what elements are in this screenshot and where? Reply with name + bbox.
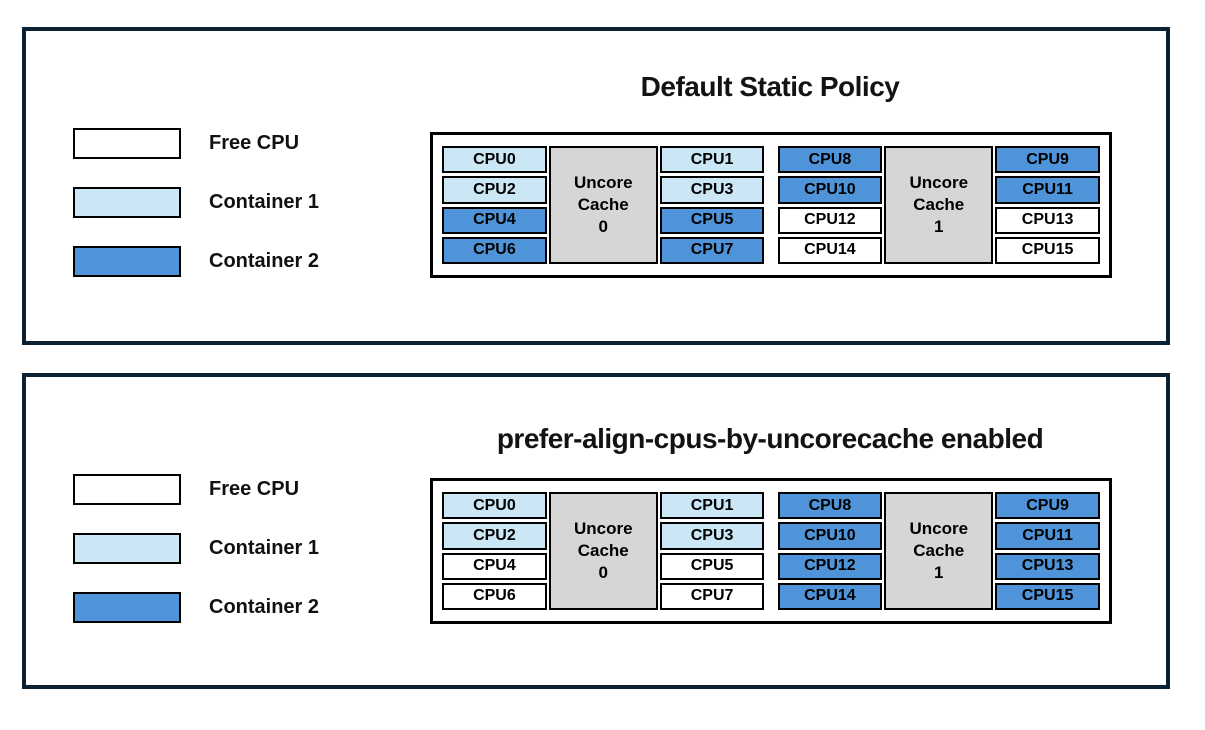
legend-label-free-cpu: Free CPU (209, 478, 300, 500)
cpu-cell: CPU3 (659, 176, 765, 204)
cpu-cell: CPU12 (777, 206, 883, 234)
cpu-column-left: CPU8 CPU10 CPU12 CPU14 (777, 146, 883, 264)
cpu-cell: CPU5 (659, 206, 765, 234)
uncore-group-1: CPU8 CPU10 CPU12 CPU14 Uncore Cache 1 CP… (777, 492, 1101, 610)
cpu-cell: CPU13 (995, 206, 1100, 234)
legend: Free CPU Container 1 Container 2 (73, 474, 319, 623)
uncore-group-0: CPU0 CPU2 CPU4 CPU6 Uncore Cache 0 CPU1 … (442, 492, 765, 610)
cpu-column-right: CPU9 CPU11 CPU13 CPU15 (995, 146, 1100, 264)
cpu-cell: CPU8 (777, 146, 883, 174)
legend-item-container-1: Container 1 (73, 187, 319, 218)
cpu-cell: CPU6 (442, 582, 547, 610)
legend-swatch-container-1 (73, 187, 181, 218)
uncore-cache-1-box: Uncore Cache 1 (884, 146, 994, 264)
cpu-cell: CPU11 (995, 176, 1100, 204)
cpu-cell: CPU10 (777, 522, 883, 550)
cpu-cell: CPU0 (442, 492, 547, 520)
cpu-cell: CPU1 (659, 492, 765, 520)
uncore-cache-1-box: Uncore Cache 1 (884, 492, 994, 610)
cpu-cell: CPU9 (995, 492, 1100, 520)
cpu-cell: CPU2 (442, 522, 547, 550)
cpu-cell: CPU9 (995, 146, 1100, 174)
panel-title: Default Static Policy (640, 71, 900, 102)
cpu-cell: CPU6 (442, 236, 547, 264)
legend-label-container-1: Container 1 (209, 191, 320, 213)
legend: Free CPU Container 1 Container 2 (73, 128, 319, 277)
uncore-cache-0-box: Uncore Cache 0 (548, 492, 658, 610)
cpu-cell: CPU11 (995, 522, 1100, 550)
panel-prefer-align-uncorecache: prefer-align-cpus-by-uncorecache enabled… (22, 373, 1170, 689)
uncore-group-1: CPU8 CPU10 CPU12 CPU14 Uncore Cache 1 CP… (777, 146, 1101, 264)
legend-item-container-2: Container 2 (73, 246, 319, 277)
cpu-column-left: CPU0 CPU2 CPU4 CPU6 (442, 492, 547, 610)
legend-label-container-2: Container 2 (209, 596, 320, 618)
cpu-cell: CPU13 (995, 552, 1100, 580)
cpu-cell: CPU12 (777, 552, 883, 580)
uncore-group-0: CPU0 CPU2 CPU4 CPU6 Uncore Cache 0 CPU1 … (442, 146, 765, 264)
cpu-cell: CPU7 (659, 582, 765, 610)
cpu-column-left: CPU0 CPU2 CPU4 CPU6 (442, 146, 547, 264)
cpu-cell: CPU10 (777, 176, 883, 204)
cpu-column-right: CPU9 CPU11 CPU13 CPU15 (995, 492, 1100, 610)
cpu-cell: CPU0 (442, 146, 547, 174)
legend-item-container-2: Container 2 (73, 592, 319, 623)
uncore-cache-0-box: Uncore Cache 0 (548, 146, 658, 264)
legend-label-container-1: Container 1 (209, 537, 320, 559)
legend-swatch-container-1 (73, 533, 181, 564)
cpu-cell: CPU7 (659, 236, 765, 264)
cpu-cell: CPU1 (659, 146, 765, 174)
panel-default-static-policy: Default Static Policy Free CPU Container… (22, 27, 1170, 345)
cpu-cell: CPU15 (995, 236, 1100, 264)
legend-swatch-container-2 (73, 246, 181, 277)
cpu-cell: CPU4 (442, 206, 547, 234)
cpu-topology-diagram: CPU0 CPU2 CPU4 CPU6 Uncore Cache 0 CPU1 … (430, 478, 1112, 624)
panel-title: prefer-align-cpus-by-uncorecache enabled (496, 423, 1044, 454)
cpu-cell: CPU3 (659, 522, 765, 550)
cpu-column-right: CPU1 CPU3 CPU5 CPU7 (659, 492, 765, 610)
legend-label-free-cpu: Free CPU (209, 132, 300, 154)
cpu-column-right: CPU1 CPU3 CPU5 CPU7 (659, 146, 765, 264)
legend-swatch-container-2 (73, 592, 181, 623)
cpu-cell: CPU14 (777, 236, 883, 264)
cpu-cell: CPU4 (442, 552, 547, 580)
cpu-cell: CPU14 (777, 582, 883, 610)
legend-swatch-free-cpu (73, 474, 181, 505)
legend-item-container-1: Container 1 (73, 533, 319, 564)
cpu-cell: CPU15 (995, 582, 1100, 610)
cpu-cell: CPU5 (659, 552, 765, 580)
cpu-topology-diagram: CPU0 CPU2 CPU4 CPU6 Uncore Cache 0 CPU1 … (430, 132, 1112, 278)
legend-swatch-free-cpu (73, 128, 181, 159)
legend-item-free-cpu: Free CPU (73, 128, 319, 159)
cpu-cell: CPU8 (777, 492, 883, 520)
cpu-column-left: CPU8 CPU10 CPU12 CPU14 (777, 492, 883, 610)
cpu-cell: CPU2 (442, 176, 547, 204)
legend-item-free-cpu: Free CPU (73, 474, 319, 505)
legend-label-container-2: Container 2 (209, 250, 320, 272)
